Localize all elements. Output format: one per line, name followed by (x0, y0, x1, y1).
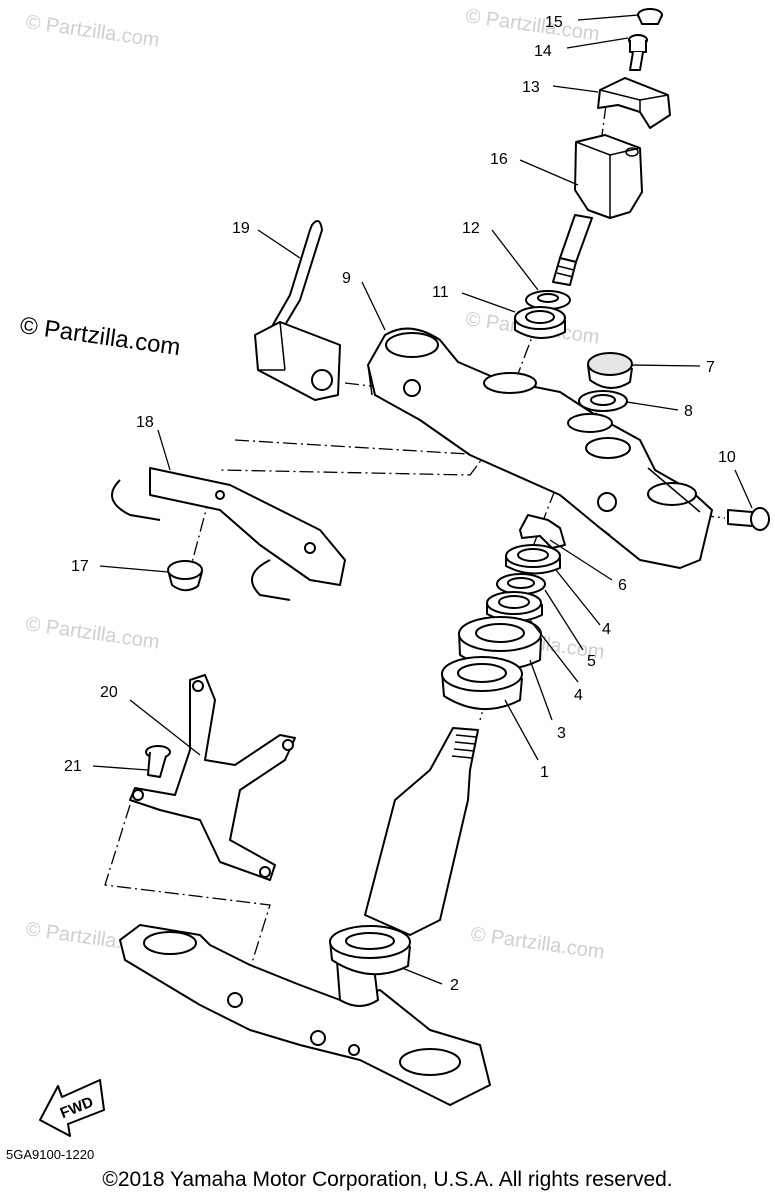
part-5-rubber-washer (496, 573, 546, 595)
part-7-steering-nut (587, 352, 633, 389)
callout-14: 14 (534, 43, 552, 60)
diagram-code: 5GA9100-1220 (6, 1147, 95, 1162)
callout-3: 3 (557, 725, 566, 742)
part-4-ring-nut-upper (505, 544, 561, 575)
watermark-text: © Partzilla.com (464, 5, 601, 46)
part-20-bracket (129, 674, 296, 881)
part-12-washer (525, 290, 571, 310)
forward-direction-arrow: FWD (39, 1079, 105, 1137)
part-10-pinch-bolt (727, 507, 770, 531)
callout-8: 8 (684, 403, 693, 420)
callout-leaders (92, 14, 753, 985)
part-18-bracket (111, 467, 346, 601)
part-16-handlebar-holder-lower (552, 134, 643, 286)
part-14-bolt (628, 34, 648, 71)
callout-11: 11 (432, 284, 449, 301)
part-11-collar (514, 306, 566, 339)
watermark-text: © Partzilla.com (469, 923, 606, 964)
callout-10: 10 (718, 449, 736, 466)
callout-17: 17 (71, 558, 89, 575)
callout-15: 15 (545, 14, 563, 31)
callout-13: 13 (522, 79, 540, 96)
callout-20: 20 (100, 684, 118, 701)
callout-7: 7 (706, 359, 715, 376)
part-13-handlebar-holder-upper (597, 77, 671, 129)
part-17-nut (167, 560, 203, 592)
part-21-bolt (145, 745, 171, 778)
callout-numbers: 15 14 13 16 19 12 9 11 7 8 10 18 17 6 4 … (64, 14, 736, 994)
callout-4-upper: 4 (602, 621, 611, 638)
callout-19: 19 (232, 220, 250, 237)
callout-9: 9 (342, 270, 351, 287)
watermark-text: © Partzilla.com (24, 11, 161, 52)
copyright-notice: ©2018 Yamaha Motor Corporation, U.S.A. A… (102, 1168, 673, 1191)
part-2-bearing-stem (329, 925, 411, 976)
callout-16: 16 (490, 151, 508, 168)
callout-18: 18 (136, 414, 154, 431)
callout-12: 12 (462, 220, 480, 237)
part-9-upper-bracket (367, 327, 713, 569)
callout-6: 6 (618, 577, 627, 594)
watermark-text: © Partzilla.com (24, 613, 161, 654)
part-1-bearing-lower (441, 656, 523, 710)
callout-2: 2 (450, 977, 459, 994)
part-19-clamp (254, 220, 341, 401)
callout-4-lower: 4 (574, 687, 583, 704)
part-6-lock-washer (519, 514, 566, 549)
callout-1: 1 (540, 764, 549, 781)
under-bracket-steering-stem (119, 727, 491, 1106)
callout-21: 21 (64, 758, 82, 775)
part-8-washer (578, 390, 628, 412)
callout-5: 5 (587, 653, 596, 670)
watermark-pattern: © Partzilla.com © Partzilla.com © Partzi… (24, 5, 606, 964)
part-15-cap (637, 8, 663, 25)
